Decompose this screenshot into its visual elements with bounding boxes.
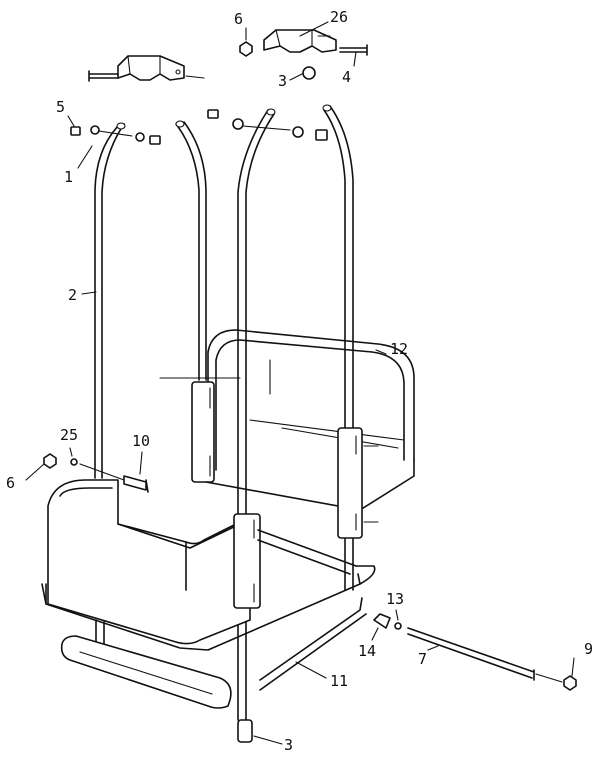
washer-25 — [70, 458, 78, 466]
cap-3-top — [302, 66, 316, 80]
upright-tube-center — [237, 108, 276, 721]
clamp-bracket-right — [263, 29, 337, 53]
spacer-14 — [373, 613, 391, 629]
upright-tube-right — [322, 104, 354, 591]
seat-front-panel — [47, 479, 251, 645]
callout-11: 11 — [330, 672, 348, 690]
callout-labels: 6 26 4 3 5 1 2 12 25 10 6 13 14 7 9 11 3 — [6, 8, 593, 754]
sleeve-bracket-center — [233, 513, 261, 609]
cap-3-bottom — [237, 719, 253, 743]
clamp-bracket-left — [117, 55, 205, 81]
washer-13 — [394, 622, 402, 630]
nut-6-left — [43, 453, 57, 469]
callout-6-left: 6 — [6, 474, 15, 492]
callout-5: 5 — [56, 98, 65, 116]
callout-12: 12 — [390, 340, 408, 358]
nut-6-top — [239, 41, 253, 57]
seat-base-rail — [41, 565, 376, 651]
bolt-4 — [339, 44, 368, 56]
rod-7 — [407, 627, 563, 683]
callout-2: 2 — [68, 286, 77, 304]
callout-1: 1 — [64, 168, 73, 186]
callout-14: 14 — [358, 642, 376, 660]
callout-26: 26 — [330, 8, 348, 26]
fasteners-top-left — [70, 125, 161, 145]
callout-3-bottom: 3 — [284, 736, 293, 754]
callout-4: 4 — [342, 68, 351, 86]
sleeve-bracket-left-rear — [191, 381, 215, 483]
callout-13: 13 — [386, 590, 404, 608]
upright-tube-left-rear — [175, 120, 207, 381]
lower-frame-11 — [95, 529, 367, 691]
bolt-top-left — [88, 70, 119, 82]
callout-25: 25 — [60, 426, 78, 444]
callout-6-top: 6 — [234, 10, 243, 28]
callout-3-top: 3 — [278, 72, 287, 90]
upright-tube-left-front — [94, 122, 126, 479]
leader-lines — [25, 21, 575, 745]
callout-9: 9 — [584, 640, 593, 658]
bolt-10 — [79, 463, 149, 493]
nut-9 — [563, 675, 577, 691]
fasteners-top-right — [207, 109, 328, 141]
sleeve-bracket-right — [337, 427, 379, 539]
callout-7: 7 — [418, 650, 427, 668]
callout-10: 10 — [132, 432, 150, 450]
skid-plate — [60, 635, 232, 709]
